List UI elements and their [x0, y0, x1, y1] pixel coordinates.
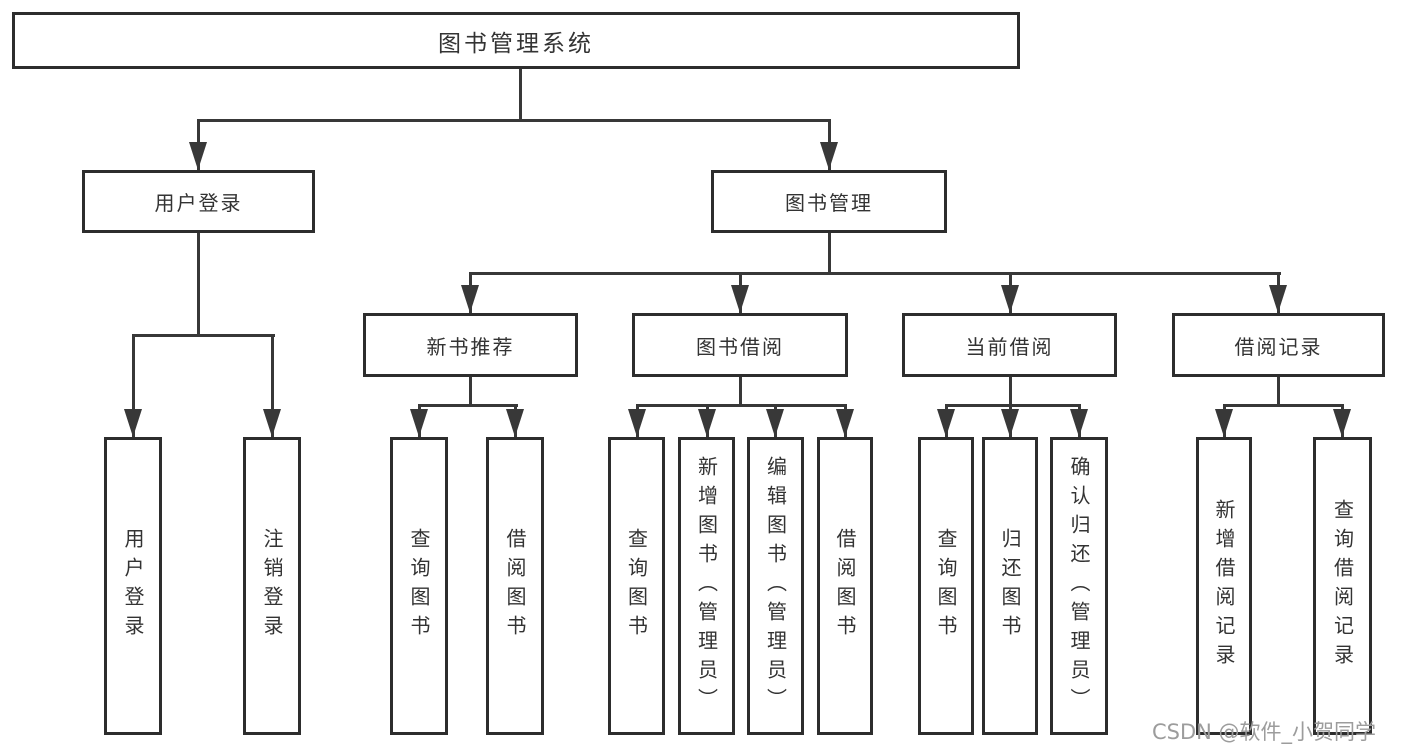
leaf-label: 查询图书	[934, 528, 958, 644]
connector-book-borrow-stub	[739, 377, 742, 406]
leaf-add-books-admin: 新增图书（管理员）	[678, 437, 735, 735]
connector-root-stub	[519, 69, 522, 120]
arrowhead	[124, 409, 142, 437]
leaf-label: 借阅图书	[833, 528, 857, 644]
node-label: 图书管理	[785, 191, 873, 215]
leaf-logout-login: 注销登录	[243, 437, 301, 735]
arrowhead	[1269, 285, 1287, 313]
leaf-label: 借阅图书	[503, 528, 527, 644]
leaf-label: 新增图书（管理员）	[694, 455, 719, 717]
leaf-return-books: 归还图书	[982, 437, 1038, 735]
leaf-label: 注销登录	[260, 528, 284, 644]
arrowhead	[820, 142, 838, 170]
connector-book-borrow-rail	[636, 404, 847, 407]
leaf-confirm-return-admin: 确认归还（管理员）	[1050, 437, 1108, 735]
node-borrow-records: 借阅记录	[1172, 313, 1385, 377]
connector-current-borrow-stub	[1009, 377, 1012, 406]
csdn-watermark: CSDN @软件_小贺同学	[1152, 720, 1377, 744]
arrowhead	[1001, 409, 1019, 437]
arrowhead	[731, 285, 749, 313]
node-current-borrow: 当前借阅	[902, 313, 1117, 377]
leaf-newrec-borrow-books: 借阅图书	[486, 437, 544, 735]
connector-drop-leaf-user-login	[132, 334, 135, 437]
arrowhead	[1333, 409, 1351, 437]
node-user-login: 用户登录	[82, 170, 315, 233]
arrowhead	[766, 409, 784, 437]
leaf-label: 编辑图书（管理员）	[763, 455, 788, 717]
node-label: 用户登录	[154, 191, 243, 215]
leaf-label: 查询图书	[624, 528, 649, 644]
connector-root-rail	[197, 119, 831, 122]
arrowhead	[1001, 285, 1019, 313]
leaf-label: 归还图书	[998, 528, 1022, 644]
arrowhead	[698, 409, 716, 437]
node-library-management-system: 图书管理系统	[12, 12, 1020, 69]
leaf-user-login: 用户登录	[104, 437, 162, 735]
node-label: 新书推荐	[426, 334, 515, 359]
node-new-book-recommend: 新书推荐	[363, 313, 578, 377]
node-label: 图书借阅	[696, 334, 784, 359]
arrowhead	[263, 409, 281, 437]
arrowhead	[189, 142, 207, 170]
connector-book-management-rail	[469, 272, 1281, 275]
arrowhead	[1070, 409, 1088, 437]
node-book-borrow: 图书借阅	[632, 313, 848, 377]
leaf-edit-books-admin: 编辑图书（管理员）	[747, 437, 804, 735]
leaf-label: 新增借阅记录	[1212, 499, 1236, 673]
connector-new-book-stub	[469, 377, 472, 406]
node-book-management: 图书管理	[711, 170, 947, 233]
node-label: 借阅记录	[1234, 334, 1323, 359]
arrowhead	[937, 409, 955, 437]
connector-current-borrow-rail	[945, 404, 1081, 407]
connector-borrow-records-stub	[1277, 377, 1280, 406]
connector-new-book-rail	[418, 404, 518, 407]
node-label: 图书管理系统	[438, 30, 594, 57]
leaf-current-query-books: 查询图书	[918, 437, 974, 735]
connector-drop-leaf-logout	[271, 334, 274, 437]
leaf-label: 查询图书	[407, 528, 431, 644]
leaf-label: 查询借阅记录	[1330, 499, 1355, 673]
arrowhead	[836, 409, 854, 437]
leaf-add-borrow-record: 新增借阅记录	[1196, 437, 1252, 735]
arrowhead	[1215, 409, 1233, 437]
connector-borrow-records-rail	[1223, 404, 1344, 407]
arrowhead	[628, 409, 646, 437]
arrowhead	[461, 285, 479, 313]
connector-user-login-stub	[197, 233, 200, 335]
leaf-label: 用户登录	[121, 528, 145, 644]
leaf-borrow-query-books: 查询图书	[608, 437, 665, 735]
arrowhead	[506, 409, 524, 437]
leaf-label: 确认归还（管理员）	[1067, 455, 1091, 717]
connector-book-management-stub	[828, 233, 831, 274]
leaf-borrow-books: 借阅图书	[817, 437, 873, 735]
connector-user-login-rail	[132, 334, 275, 337]
leaf-query-borrow-record: 查询借阅记录	[1313, 437, 1372, 735]
leaf-newrec-query-books: 查询图书	[390, 437, 448, 735]
node-label: 当前借阅	[965, 334, 1054, 359]
arrowhead	[410, 409, 428, 437]
